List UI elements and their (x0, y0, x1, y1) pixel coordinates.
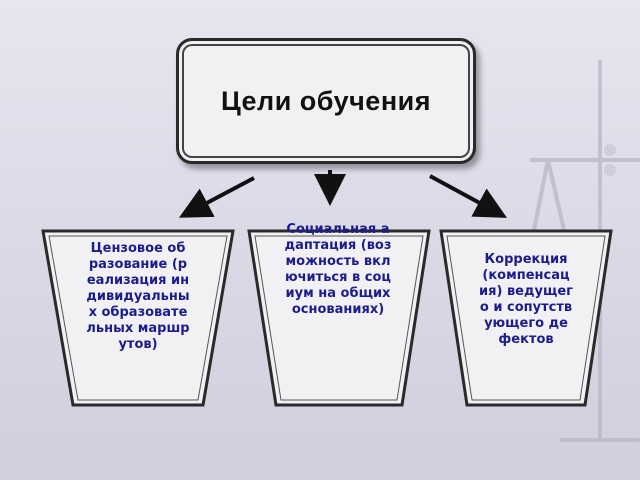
goal-box-3: Коррекция (компенсация) ведущего и сопут… (438, 228, 614, 408)
goal-box-1: Цензовое образование (реализация индивид… (40, 228, 236, 408)
diagram-title: Цели обучения (220, 85, 431, 116)
title-box: Цели обучения (176, 38, 476, 164)
goal-text-2: Социальная адаптация (возможность включи… (284, 222, 392, 317)
goal-text-3: Коррекция (компенсация) ведущего и сопут… (479, 252, 573, 347)
goal-text-1: Цензовое образование (реализация индивид… (86, 241, 190, 352)
arrow-left (178, 176, 255, 218)
goal-box-2: Социальная адаптация (возможность включи… (246, 222, 432, 408)
arrow-right (429, 174, 508, 218)
